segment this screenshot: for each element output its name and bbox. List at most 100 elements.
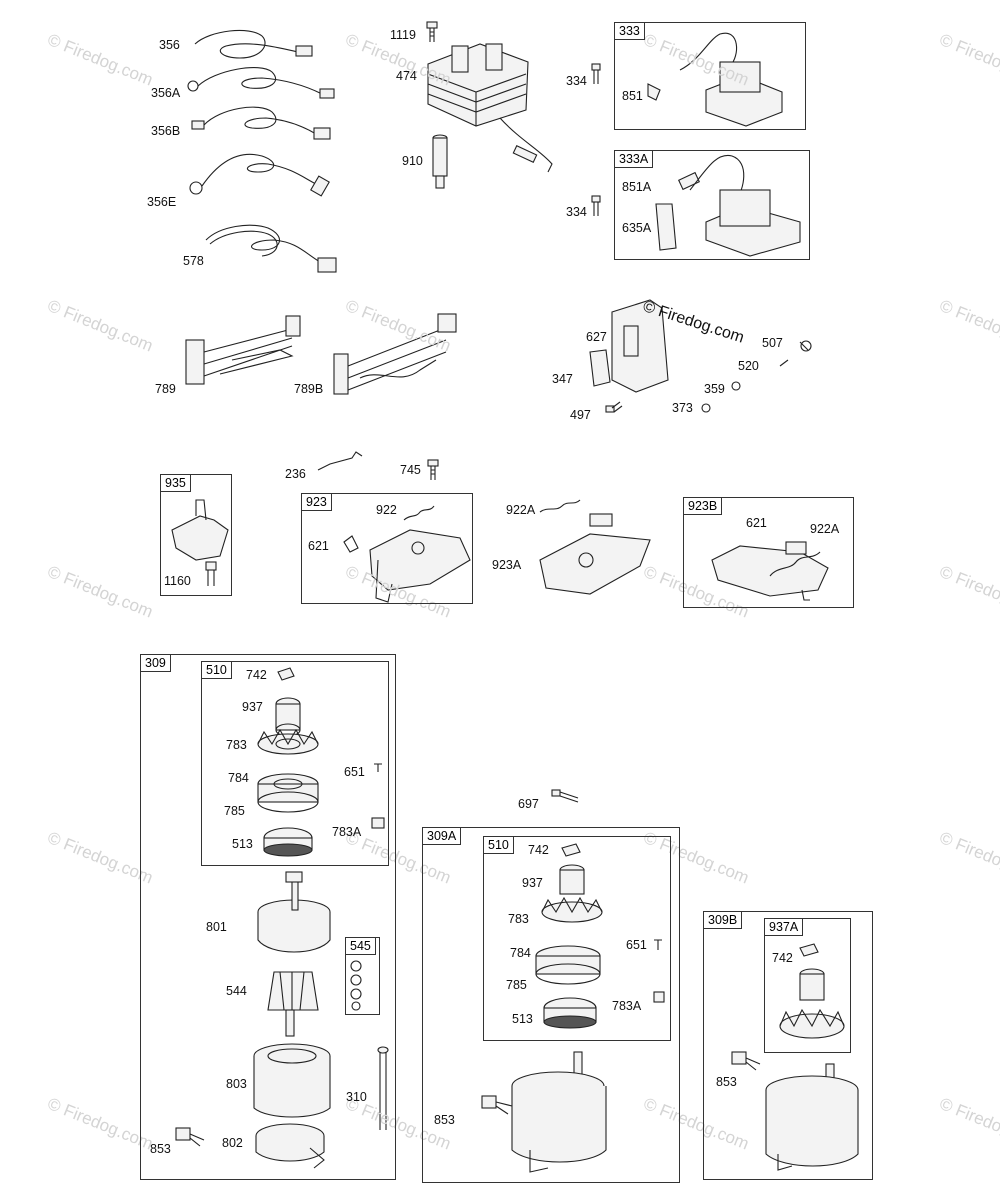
starter-309B-parts: [779, 943, 845, 1039]
part-label-373[interactable]: 373: [672, 401, 693, 415]
part-label-922A[interactable]: 922A: [810, 522, 840, 536]
bracket-627: [589, 299, 812, 413]
assembly-box-333A: 333A: [614, 150, 810, 260]
part-label-803[interactable]: 803: [226, 1077, 247, 1091]
part-label-513[interactable]: 513: [232, 837, 253, 851]
harness-789B: [333, 313, 457, 395]
armature-474: [427, 43, 553, 173]
part-label-356B[interactable]: 356B: [151, 124, 181, 138]
part-label-359[interactable]: 359: [704, 382, 725, 396]
bolt-697: [551, 789, 579, 803]
part-label-627[interactable]: 627: [586, 330, 607, 344]
part-label-785[interactable]: 785: [506, 978, 527, 992]
starter-309A-parts: [535, 843, 665, 1029]
link-236: [317, 451, 363, 471]
coil-333A: [591, 154, 801, 257]
part-label-621[interactable]: 621: [308, 539, 329, 553]
part-label-334[interactable]: 334: [566, 74, 587, 88]
wire-356A: [187, 67, 335, 99]
part-label-621[interactable]: 621: [746, 516, 767, 530]
assembly-tag-309A[interactable]: 309A: [422, 827, 462, 845]
part-label-356A[interactable]: 356A: [151, 86, 181, 100]
part-label-922[interactable]: 922: [376, 503, 397, 517]
assembly-box-309B: 309B: [703, 911, 873, 1180]
wire-356: [194, 29, 313, 59]
assembly-tag-309[interactable]: 309: [140, 654, 171, 672]
part-label-853[interactable]: 853: [434, 1113, 455, 1127]
part-label-635A[interactable]: 635A: [622, 221, 652, 235]
assembly-tag-923[interactable]: 923: [301, 493, 332, 511]
bracket-935: [171, 499, 229, 586]
assembly-box-309: 309: [140, 654, 396, 1180]
assembly-tag-935[interactable]: 935: [160, 474, 191, 492]
assembly-tag-923B[interactable]: 923B: [683, 497, 723, 515]
wire-356B: [191, 106, 331, 140]
assembly-tag-510[interactable]: 510: [483, 836, 514, 854]
assembly-box-309A: 309A: [422, 827, 680, 1183]
assembly-box-923B: 923B: [683, 497, 854, 608]
part-label-310[interactable]: 310: [346, 1090, 367, 1104]
assembly-tag-545[interactable]: 545: [345, 937, 376, 955]
wire-356E: [189, 153, 330, 197]
part-label-347[interactable]: 347: [552, 372, 573, 386]
part-label-783A[interactable]: 783A: [332, 825, 362, 839]
part-label-801[interactable]: 801: [206, 920, 227, 934]
part-label-851A[interactable]: 851A: [622, 180, 652, 194]
part-label-742[interactable]: 742: [772, 951, 793, 965]
part-label-578[interactable]: 578: [183, 254, 204, 268]
part-label-742[interactable]: 742: [246, 668, 267, 682]
part-label-334[interactable]: 334: [566, 205, 587, 219]
assembly-box-510-b: 510: [483, 836, 671, 1041]
part-label-922A[interactable]: 922A: [506, 503, 536, 517]
part-label-784[interactable]: 784: [228, 771, 249, 785]
bolt-1119: [426, 21, 438, 42]
part-label-923A[interactable]: 923A: [492, 558, 522, 572]
part-label-356[interactable]: 356: [159, 38, 180, 52]
assembly-box-510-a: 510: [201, 661, 389, 866]
assembly-tag-937A[interactable]: 937A: [764, 918, 804, 936]
part-label-851[interactable]: 851: [622, 89, 643, 103]
spacer-910: [432, 134, 448, 189]
part-label-745[interactable]: 745: [400, 463, 421, 477]
part-label-853[interactable]: 853: [150, 1142, 171, 1156]
starter-309-parts: [257, 667, 385, 857]
part-label-785[interactable]: 785: [224, 804, 245, 818]
part-label-783[interactable]: 783: [226, 738, 247, 752]
assembly-tag-309B[interactable]: 309B: [703, 911, 743, 929]
assembly-tag-333[interactable]: 333: [614, 22, 645, 40]
part-label-544[interactable]: 544: [226, 984, 247, 998]
part-label-783A[interactable]: 783A: [612, 999, 642, 1013]
part-label-784[interactable]: 784: [510, 946, 531, 960]
part-label-520[interactable]: 520: [738, 359, 759, 373]
governor-923: [343, 505, 471, 603]
part-label-697[interactable]: 697: [518, 797, 539, 811]
governor-923A: [539, 499, 651, 595]
assembly-tag-333A[interactable]: 333A: [614, 150, 654, 168]
assembly-box-923: 923: [301, 493, 473, 604]
screw-745: [427, 459, 439, 480]
part-label-236[interactable]: 236: [285, 467, 306, 481]
assembly-box-333: 333: [614, 22, 806, 130]
part-label-853[interactable]: 853: [716, 1075, 737, 1089]
starter-309A-motor: [481, 1051, 607, 1173]
part-label-1119[interactable]: 1119: [390, 28, 416, 42]
part-label-802[interactable]: 802: [222, 1136, 243, 1150]
part-label-783[interactable]: 783: [508, 912, 529, 926]
part-label-651[interactable]: 651: [626, 938, 647, 952]
part-label-937[interactable]: 937: [522, 876, 543, 890]
part-label-910[interactable]: 910: [402, 154, 423, 168]
part-label-497[interactable]: 497: [570, 408, 591, 422]
part-label-1160[interactable]: 1160: [164, 574, 191, 588]
assembly-tag-510[interactable]: 510: [201, 661, 232, 679]
part-label-937[interactable]: 937: [242, 700, 263, 714]
wire-578: [205, 224, 337, 273]
part-label-742[interactable]: 742: [528, 843, 549, 857]
part-label-789[interactable]: 789: [155, 382, 176, 396]
part-label-513[interactable]: 513: [512, 1012, 533, 1026]
part-label-356E[interactable]: 356E: [147, 195, 177, 209]
part-label-651[interactable]: 651: [344, 765, 365, 779]
part-label-789B[interactable]: 789B: [294, 382, 324, 396]
part-label-474[interactable]: 474: [396, 69, 417, 83]
part-label-507[interactable]: 507: [762, 336, 783, 350]
